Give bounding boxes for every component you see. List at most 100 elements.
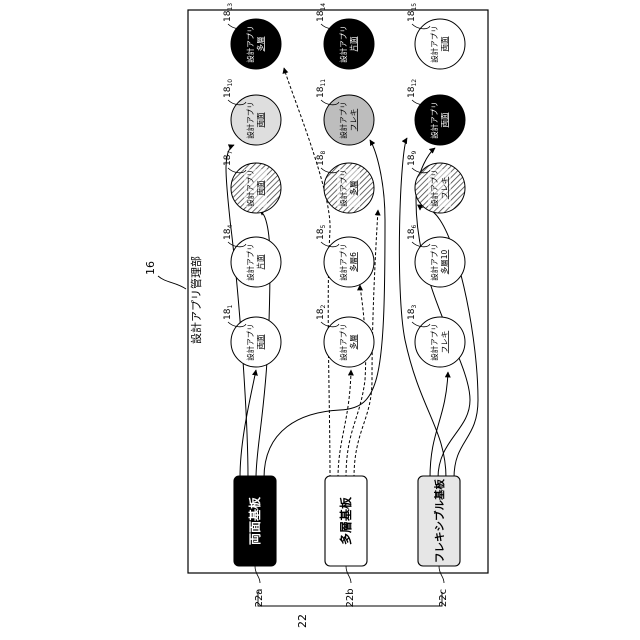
app-ref: 183: [407, 305, 418, 320]
app-name: 設計アプリ: [429, 101, 439, 139]
app-ref-sub: 13: [227, 3, 234, 11]
app-ref: 1810: [223, 79, 234, 98]
design-app-node: 設計アプリ多層6185: [316, 225, 374, 287]
board-label: 多層基板: [338, 496, 353, 545]
design-app-node: 設計アプリ両面 1815: [407, 3, 465, 69]
board-ref-leader: [346, 566, 351, 583]
board-node: フレキシブル基板 22c: [418, 476, 460, 607]
board-ref: 22b: [345, 588, 356, 607]
app-ref: 181: [223, 305, 234, 320]
connection-line: [338, 370, 351, 478]
app-ref-sub: 10: [227, 79, 234, 87]
app-ref-sub: 3: [411, 305, 418, 309]
app-name: 設計アプリ: [338, 101, 348, 139]
apps-layer: 設計アプリ両面181設計アプリ片面184設計アプリ両面187設計アプリ両面181…: [223, 3, 465, 367]
manager-ref: 16: [144, 261, 186, 289]
app-ref: 1815: [407, 3, 418, 22]
design-app-node: 設計アプリフレキ 183: [407, 305, 465, 367]
app-ref-sub: 7: [227, 151, 234, 155]
app-name: 設計アプリ: [338, 25, 348, 63]
app-kind: 多層: [255, 37, 265, 52]
app-name: 設計アプリ: [245, 243, 255, 281]
app-ref: 189: [407, 151, 418, 166]
design-app-node: 設計アプリ両面1810: [223, 79, 281, 145]
app-ref: 1814: [316, 3, 327, 22]
connection-line: [346, 285, 366, 478]
boards-layer: 両面基板 22a 多層基板 22b フレキシブル基板 22c: [234, 476, 460, 608]
app-ref-sub: 5: [320, 225, 327, 229]
app-ref-number: 18: [223, 10, 233, 22]
design-app-node: 設計アプリ多層10 186: [407, 225, 465, 287]
board-node: 両面基板 22a: [234, 476, 276, 607]
app-ref: 1813: [223, 3, 234, 22]
app-ref-number: 18: [407, 86, 417, 98]
app-ref: 1811: [316, 79, 327, 98]
app-ref-sub: 11: [320, 79, 327, 87]
app-ref-sub: 15: [411, 3, 418, 11]
app-kind: 両面: [440, 112, 449, 127]
app-kind: 両面: [256, 112, 265, 127]
app-ref: 1812: [407, 79, 418, 98]
app-name: 設計アプリ: [429, 169, 439, 207]
app-kind: 片面: [348, 36, 358, 51]
board-label: フレキシブル基板: [433, 479, 446, 563]
app-name: 設計アプリ: [338, 169, 348, 207]
design-app-node: 設計アプリ片面 1814: [316, 3, 374, 69]
app-ref-number: 18: [316, 86, 326, 98]
manager-ref-number: 16: [144, 261, 157, 275]
manager-label: 設計アプリ管理部: [189, 256, 203, 344]
app-ref-sub: 4: [227, 225, 234, 229]
board-ref: 22a: [254, 589, 265, 608]
app-name: 設計アプリ: [245, 25, 255, 63]
app-ref: 184: [223, 225, 234, 240]
app-ref: 185: [316, 225, 327, 240]
design-app-node: 設計アプリ片面 184: [223, 225, 281, 287]
app-ref-number: 18: [223, 154, 233, 166]
app-ref: 186: [407, 225, 418, 240]
design-app-node: 設計アプリ両面 1812: [407, 79, 465, 145]
board-ref: 22c: [438, 589, 449, 607]
app-ref-sub: 6: [411, 225, 418, 229]
app-ref-number: 18: [223, 86, 233, 98]
app-kind: 多層10: [439, 250, 449, 275]
app-ref-sub: 2: [320, 305, 327, 309]
board-node: 多層基板 22b: [325, 476, 367, 608]
app-ref: 182: [316, 305, 327, 320]
app-kind: フレキ: [440, 331, 449, 354]
app-kind: 両面: [256, 334, 265, 349]
group-ref: 22: [296, 614, 309, 628]
app-ref: 188: [316, 151, 327, 166]
app-ref: 187: [223, 151, 234, 166]
app-name: 設計アプリ: [338, 323, 348, 361]
app-name: 設計アプリ: [429, 323, 439, 361]
manager-ref-leader: [158, 276, 186, 289]
app-kind: 両面: [440, 36, 449, 51]
app-ref-number: 18: [407, 228, 417, 240]
app-name: 設計アプリ: [245, 323, 255, 361]
app-kind: 片面: [255, 254, 265, 269]
app-ref-number: 18: [316, 154, 326, 166]
app-kind: フレキ: [349, 109, 358, 132]
app-ref-number: 18: [223, 308, 233, 320]
board-label: 両面基板: [247, 496, 262, 545]
app-ref-sub: 14: [320, 3, 327, 11]
app-ref-number: 18: [407, 10, 417, 22]
design-app-node: 設計アプリ多層 182: [316, 305, 374, 367]
app-name: 設計アプリ: [429, 25, 439, 63]
app-ref-sub: 1: [227, 305, 234, 309]
design-app-node: 設計アプリ多層 188: [316, 151, 374, 213]
app-ref-number: 18: [316, 308, 326, 320]
app-kind: 多層: [348, 181, 358, 196]
app-kind: フレキ: [440, 177, 449, 200]
app-kind: 多層: [348, 335, 358, 350]
app-name: 設計アプリ: [429, 243, 439, 281]
app-ref-number: 18: [316, 10, 326, 22]
app-ref-sub: 9: [411, 151, 418, 155]
app-ref-number: 18: [316, 228, 326, 240]
app-ref-number: 18: [407, 308, 417, 320]
app-ref-number: 18: [223, 228, 233, 240]
app-ref-sub: 8: [320, 151, 327, 155]
app-name: 設計アプリ: [245, 169, 255, 207]
app-ref-number: 18: [407, 154, 417, 166]
